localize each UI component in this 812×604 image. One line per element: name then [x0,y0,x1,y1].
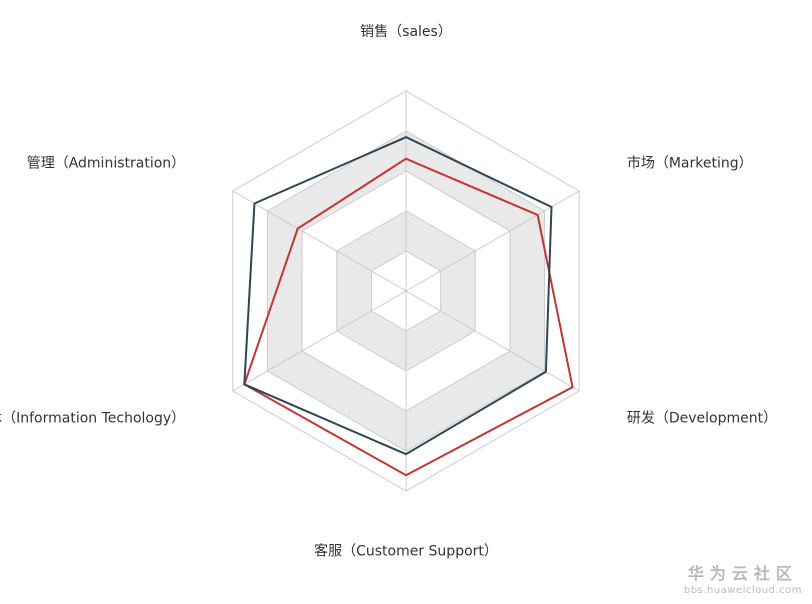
indicator-label-5: 市场（Marketing） [627,155,753,172]
indicator-label-4: 研发（Development） [627,411,777,427]
axis-line-5 [405,190,580,292]
axis-line-2 [232,290,407,392]
indicator-label-2: 信息技术（Information Techology） [0,410,185,427]
huaweicloud-watermark: 华为云社区 bbs.huaweicloud.com [684,560,802,596]
axis-line-1 [232,190,407,292]
indicator-label-1: 管理（Administration） [27,156,185,172]
series-1-polygon [243,136,553,456]
watermark-title: 华为云社区 [687,564,798,583]
series-0-polygon [243,157,574,477]
axis-lines [232,91,580,491]
watermark-url: bbs.huaweicloud.com [683,585,802,596]
axis-line-4 [405,290,580,392]
indicator-label-0: 销售（sales） [360,24,452,40]
axis-labels: 销售（sales） 管理（Administration） 信息技术（Informat… [0,24,777,560]
series-layer [243,136,574,477]
indicator-label-3: 客服（Customer Support） [314,543,498,560]
